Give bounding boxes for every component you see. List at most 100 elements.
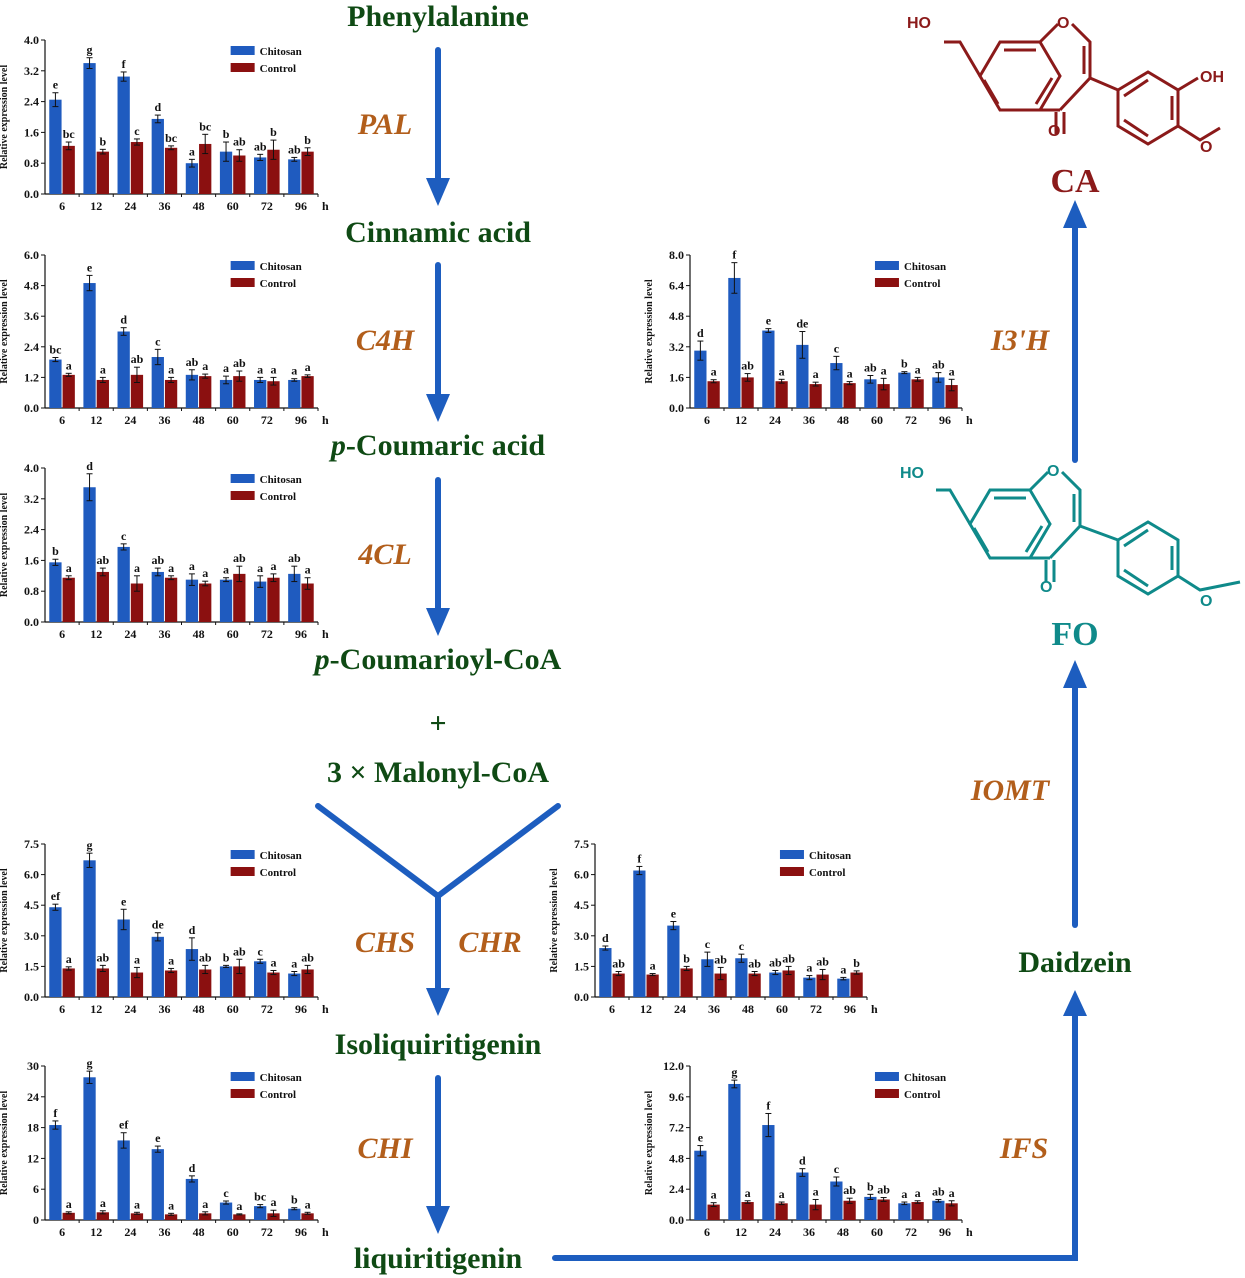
bar-control bbox=[199, 969, 212, 997]
x-tick-label: 72 bbox=[261, 1002, 273, 1016]
significance-letter: a bbox=[813, 1184, 819, 1198]
y-tick-label: 3.0 bbox=[574, 929, 589, 943]
legend-swatch-control bbox=[230, 63, 255, 72]
significance-letter: a bbox=[257, 561, 263, 575]
bar-control bbox=[877, 384, 890, 408]
bar-control bbox=[775, 381, 788, 408]
x-tick-label: 60 bbox=[871, 1225, 883, 1239]
significance-letter: b bbox=[52, 544, 59, 558]
legend-label-control: Control bbox=[260, 867, 296, 879]
bar-control bbox=[233, 155, 246, 194]
compound-phenylalanine: Phenylalanine bbox=[347, 0, 529, 33]
significance-letter: g bbox=[87, 1056, 93, 1070]
significance-letter: f bbox=[766, 1098, 771, 1112]
bar-control bbox=[96, 379, 109, 408]
enzyme-chr: CHR bbox=[458, 926, 521, 959]
significance-letter: ab bbox=[233, 135, 246, 149]
ca-ring-b bbox=[1089, 70, 1180, 146]
legend-label-control: Control bbox=[904, 278, 940, 290]
bar-chitosan bbox=[864, 379, 877, 408]
bar-chitosan bbox=[185, 163, 199, 194]
bar-chitosan bbox=[83, 1077, 96, 1220]
significance-letter: d bbox=[154, 100, 161, 114]
arrowhead-chs-chr bbox=[426, 988, 450, 1016]
bar-chitosan bbox=[83, 283, 96, 408]
bar-chitosan bbox=[117, 1140, 130, 1220]
bar-control bbox=[164, 970, 178, 997]
bar-chitosan bbox=[151, 1149, 164, 1220]
compound-labels: Phenylalanine Cinnamic acid p-Coumaric a… bbox=[312, 0, 1132, 1275]
y-axis-title: Relative expression level bbox=[549, 868, 560, 972]
bar-chitosan bbox=[288, 379, 301, 408]
significance-letter: e bbox=[766, 314, 772, 328]
x-tick-label: 36 bbox=[158, 413, 170, 427]
significance-letter: b bbox=[270, 125, 277, 139]
bar-chitosan bbox=[219, 579, 233, 622]
enzyme-chi: CHI bbox=[357, 1132, 413, 1165]
x-axis-unit: h bbox=[322, 413, 329, 427]
x-axis-unit: h bbox=[322, 199, 329, 213]
significance-letter: c bbox=[834, 341, 840, 355]
bar-chitosan bbox=[735, 958, 748, 997]
bar-chitosan bbox=[288, 573, 301, 622]
bar-control bbox=[96, 968, 109, 997]
y-tick-label: 7.2 bbox=[669, 1121, 684, 1135]
significance-letter: a bbox=[813, 367, 819, 381]
legend-label-control: Control bbox=[260, 1089, 296, 1101]
y-tick-label: 3.6 bbox=[24, 309, 39, 323]
significance-letter: a bbox=[134, 1197, 140, 1211]
y-tick-label: 2.4 bbox=[24, 523, 39, 537]
x-tick-label: 24 bbox=[124, 1225, 136, 1239]
bar-chitosan bbox=[633, 870, 646, 997]
significance-letter: a bbox=[745, 1186, 751, 1200]
legend-label-control: Control bbox=[260, 491, 296, 503]
compound-malonyl-coa: 3 × Malonyl-CoA bbox=[327, 756, 549, 789]
bar-control bbox=[646, 974, 659, 997]
x-tick-label: 6 bbox=[609, 1002, 615, 1016]
legend-swatch-chitosan bbox=[230, 474, 255, 483]
y-tick-label: 3.0 bbox=[24, 929, 39, 943]
x-tick-label: 96 bbox=[295, 413, 307, 427]
bar-chitosan bbox=[830, 363, 843, 408]
legend-label-chitosan: Chitosan bbox=[260, 261, 302, 273]
significance-letter: b bbox=[683, 951, 690, 965]
y-tick-label: 2.4 bbox=[24, 340, 39, 354]
bar-control bbox=[62, 1212, 75, 1220]
significance-letter: a bbox=[236, 1199, 242, 1213]
significance-letter: a bbox=[847, 367, 853, 381]
bar-chitosan bbox=[932, 1200, 945, 1220]
bar-control bbox=[877, 1199, 890, 1220]
significance-letter: ef bbox=[51, 889, 61, 903]
significance-letter: ab bbox=[877, 1183, 890, 1197]
y-tick-label: 1.2 bbox=[24, 370, 39, 384]
x-tick-label: 6 bbox=[704, 1225, 710, 1239]
bar-control bbox=[782, 970, 795, 997]
significance-letter: b bbox=[304, 133, 311, 147]
y-tick-label: 0.0 bbox=[669, 1213, 684, 1227]
bar-chitosan bbox=[694, 1150, 707, 1220]
x-tick-label: 24 bbox=[769, 1225, 781, 1239]
x-tick-label: 48 bbox=[742, 1002, 754, 1016]
y-tick-label: 0.0 bbox=[24, 615, 39, 629]
bar-control bbox=[130, 142, 144, 194]
significance-letter: e bbox=[698, 1131, 704, 1145]
significance-letter: a bbox=[270, 559, 276, 573]
legend-label-chitosan: Chitosan bbox=[260, 474, 302, 486]
x-tick-label: 72 bbox=[261, 1225, 273, 1239]
enzyme-labels: PAL C4H 4CL CHS CHR CHI IFS IOMT I3'H bbox=[355, 108, 1051, 1165]
legend-swatch-control bbox=[874, 1089, 899, 1098]
bar-chitosan bbox=[898, 1203, 911, 1220]
bar-chitosan bbox=[769, 972, 782, 997]
significance-letter: ab bbox=[769, 955, 782, 969]
y-tick-label: 6.0 bbox=[574, 868, 589, 882]
x-tick-label: 12 bbox=[90, 627, 102, 641]
x-tick-label: 12 bbox=[90, 413, 102, 427]
significance-letter: ef bbox=[119, 1118, 129, 1132]
significance-letter: c bbox=[223, 1186, 229, 1200]
bar-chitosan bbox=[288, 159, 301, 194]
significance-letter: ab bbox=[748, 957, 761, 971]
significance-letter: d bbox=[697, 326, 704, 340]
fo-atom-o-carbonyl: O bbox=[1040, 579, 1052, 596]
